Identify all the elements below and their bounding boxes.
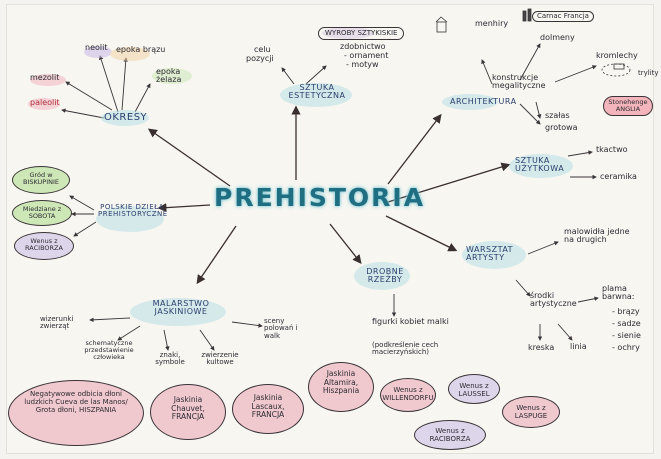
oval-text: Wenus z RACIBORZA <box>25 237 63 253</box>
architektura-item: dolmeny <box>540 33 575 42</box>
architektura-label: ARCHITEKTURA <box>450 97 517 106</box>
oval-text: Wenus z RACIBORZA <box>429 427 471 444</box>
branch-okresy <box>147 128 231 187</box>
pozycji-item: pozycji <box>246 54 274 63</box>
malarstwo-item: znaki, symbole <box>155 351 185 367</box>
okresy-item: epoka żelaza <box>156 67 182 85</box>
malarstwo-item: schematyczne przedstawienie człowieka <box>84 339 134 361</box>
malarstwo-item: zwierzenie kultowe <box>201 351 239 367</box>
architektura-item: trylity <box>638 69 659 77</box>
oval-text: Gród w BISKUPINIE <box>22 171 60 187</box>
architektura-item: szałas <box>545 111 570 120</box>
oval-raciborz <box>14 232 74 260</box>
polskie-label: POLSKIE DZIEŁA PREHISTORYCZNE <box>98 203 168 219</box>
sztuka-uzytkowa-item: ceramika <box>600 172 637 181</box>
warsztat-item: - brązy <box>612 307 640 316</box>
warsztat-item: środki artystyczne <box>530 291 577 309</box>
drobne-rzezby-item: (podkreślenie cech macierzyńskich) <box>372 341 439 357</box>
branch-polskie <box>157 203 211 213</box>
oval-cueva-de-las-manos <box>8 380 144 446</box>
architektura-item: grotowa <box>545 123 578 132</box>
warsztat-item: plama barwna: <box>602 284 635 302</box>
main-title: PREHISTORIA <box>214 183 426 212</box>
okresy-item: mezolit <box>30 73 60 82</box>
oval-wenus-laussel <box>448 374 500 404</box>
malarstwo-label: MALARSTWO JASKINIOWE <box>152 299 210 317</box>
oval-text: Jaskinia Lascaux, FRANCJA <box>251 393 285 420</box>
warsztat-item: - ochry <box>612 343 640 352</box>
celu-item: celu <box>254 45 271 54</box>
drobne-rzezby-label: DROBNE RZEŹBY <box>366 267 404 285</box>
oval-chauvet <box>150 384 226 440</box>
malarstwo-item: sceny polowań i walk <box>264 317 298 340</box>
branch-drobne <box>329 223 362 265</box>
warsztat-item: - sadze <box>612 319 641 328</box>
oval-biskupin <box>12 166 70 194</box>
zdobnictwo-item: - ornament <box>344 51 389 60</box>
architektura-item: menhiry <box>475 19 509 28</box>
architektura-item: konstrukcje megalityczne <box>492 73 546 91</box>
oval-text: Jaskinia Altamira, Hiszpania <box>322 369 360 396</box>
warsztat-item: linia <box>570 342 587 351</box>
wyroby-badge: WYROBY SZTYKISKIE <box>318 27 405 41</box>
oval-text: Negatywowe odbicia dłoni ludzkich Cueva … <box>24 390 128 415</box>
oval-wenus-willendorf <box>380 378 436 412</box>
warsztat-item: kreska <box>528 343 555 352</box>
building-doodle <box>435 16 448 33</box>
branch-architektura <box>387 113 442 185</box>
drobne-rzezby-item: figurki kobiet malki <box>372 317 449 326</box>
branch-sztuka-uzytkowa <box>387 162 511 203</box>
warsztat-item: malowidła jedne na drugich <box>564 227 630 245</box>
branch-malarstwo <box>196 225 237 285</box>
architektura-item: kromlechy <box>596 51 638 60</box>
oval-text: Wenus z LAUSSEL <box>458 382 490 399</box>
oval-text: Jaskinia Chauvet, FRANCJA <box>171 395 205 422</box>
oval-text: Wenus z LASPUGE <box>514 404 548 421</box>
okresy-item: neolit <box>85 43 108 52</box>
warsztat-label: WARSZTAT ARTYSTY <box>466 245 514 263</box>
menhir-doodle <box>522 8 532 22</box>
okresy-label: OKRESY <box>104 112 148 123</box>
oval-text: Wenus z WILLENDORFU <box>382 386 434 403</box>
oval-sobota <box>12 200 72 226</box>
okresy-item: paleolit <box>30 98 60 107</box>
malarstwo-item: wizerunki zwierząt <box>40 315 74 331</box>
okresy-item: epoka brązu <box>116 45 166 54</box>
sztuka-estetyczna-label: SZTUKA ESTETYCZNA <box>288 83 346 101</box>
sztuka-uzytkowa-label: SZTUKA UŻYTKOWA <box>515 156 565 174</box>
stonehenge-badge: Stonehenge ANGLIA <box>603 96 653 116</box>
oval-altamira <box>308 362 374 412</box>
zdobnictwo-item: zdobnictwo <box>340 42 386 51</box>
oval-wenus-laspuge <box>502 396 560 428</box>
oval-lascaux <box>232 384 304 434</box>
sztuka-uzytkowa-item: tkactwo <box>596 145 628 154</box>
branch-warsztat <box>385 215 458 252</box>
oval-wenus-raciborz <box>414 420 486 450</box>
oval-text: Miedziane z SOBOTA <box>22 205 62 221</box>
zdobnictwo-item: - motyw <box>346 60 379 69</box>
kromlech-doodle <box>601 63 631 77</box>
carnac-badge: Carnac Francja <box>532 11 594 23</box>
warsztat-item: - sienie <box>612 331 641 340</box>
